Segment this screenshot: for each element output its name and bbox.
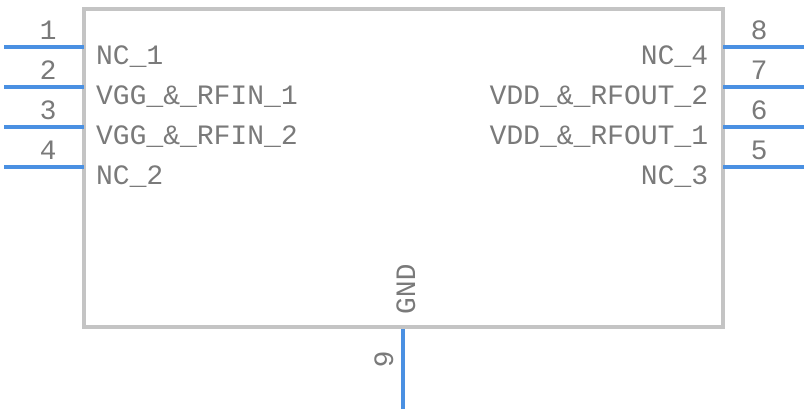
pin-2-number: 2 xyxy=(40,57,57,88)
pin-6-name: VDD_&_RFOUT_1 xyxy=(490,122,708,153)
pin-3-number: 3 xyxy=(40,97,57,128)
pin-7-number: 7 xyxy=(751,57,768,88)
pin-1-name: NC_1 xyxy=(96,42,163,73)
pin-8-number: 8 xyxy=(751,17,768,48)
pin-5-number: 5 xyxy=(751,137,768,168)
pin-4-name: NC_2 xyxy=(96,162,163,193)
pin-9-name: GND xyxy=(393,264,424,314)
pin-8-name: NC_4 xyxy=(641,42,708,73)
pin-3-name: VGG_&_RFIN_2 xyxy=(96,122,298,153)
pin-4-number: 4 xyxy=(40,137,57,168)
pin-1-number: 1 xyxy=(40,17,57,48)
pin-9-number: 9 xyxy=(371,351,402,368)
pin-6-number: 6 xyxy=(751,97,768,128)
pin-5-name: NC_3 xyxy=(641,162,708,193)
pin-2-name: VGG_&_RFIN_1 xyxy=(96,82,298,113)
pin-7-name: VDD_&_RFOUT_2 xyxy=(490,82,708,113)
